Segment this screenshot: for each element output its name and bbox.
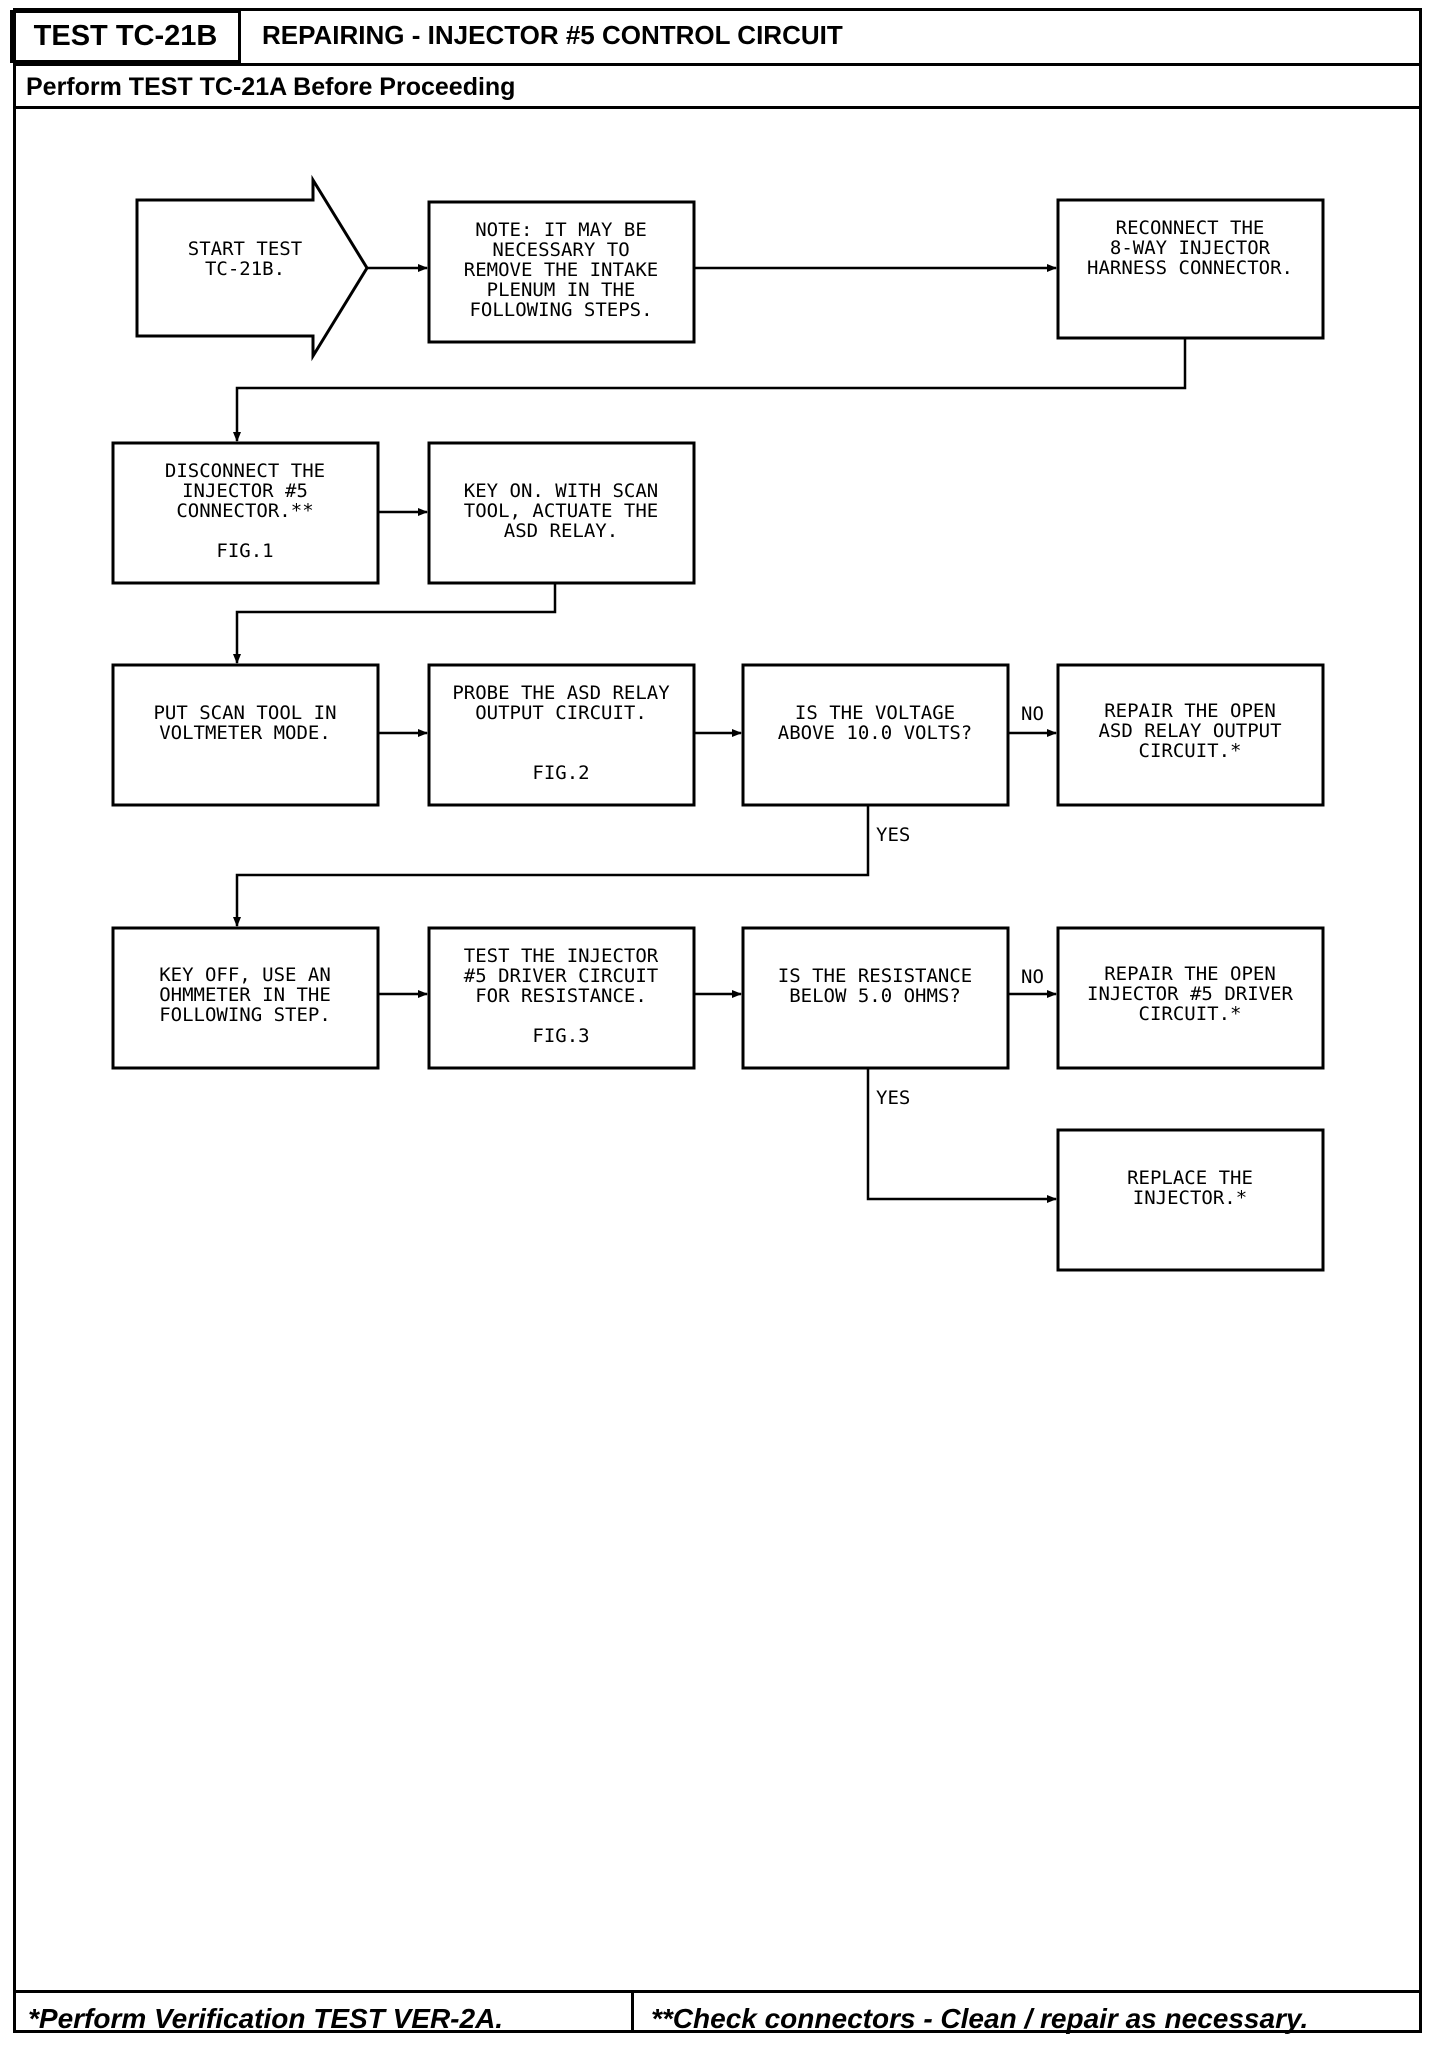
key-off-line: FOLLOWING STEP. xyxy=(159,1004,331,1026)
disconnect-box xyxy=(111,441,380,585)
repair-driver-line: CIRCUIT.* xyxy=(1139,1003,1242,1025)
put-scan-tool-box xyxy=(111,663,380,807)
footer-divider xyxy=(13,1990,1422,1993)
probe-line: OUTPUT CIRCUIT. xyxy=(475,702,647,724)
put-scan-tool-line: VOLTMETER MODE. xyxy=(159,722,331,744)
probe-line: PROBE THE ASD RELAY xyxy=(452,682,670,704)
reconnect-box xyxy=(1056,198,1325,340)
repair-asd-box xyxy=(1056,663,1325,807)
reconnect-line: 8-WAY INJECTOR xyxy=(1110,237,1271,259)
repair-driver-line: REPAIR THE OPEN xyxy=(1104,963,1276,985)
connector-reconnect-to-disconnect xyxy=(233,338,1187,442)
repair-driver-line: INJECTOR #5 DRIVER xyxy=(1087,983,1293,1005)
page-frame xyxy=(13,8,1422,2033)
disconnect-line: CONNECTOR.** xyxy=(176,500,313,522)
header-divider xyxy=(13,63,1422,66)
test-driver-box xyxy=(427,926,696,1070)
key-off-line: KEY OFF, USE AN xyxy=(159,964,331,986)
disconnect-line: INJECTOR #5 xyxy=(182,480,308,502)
resistance-question-box xyxy=(741,926,1010,1070)
repair-asd-line: REPAIR THE OPEN xyxy=(1104,700,1276,722)
resistance-yes-label: YES xyxy=(876,1087,910,1109)
footer-separator xyxy=(631,1990,634,2033)
probe-box xyxy=(427,663,696,807)
resistance-question-line: IS THE RESISTANCE xyxy=(778,965,972,987)
test-driver-line: FIG.3 xyxy=(532,1025,589,1047)
note-box xyxy=(427,200,696,344)
note-line: NOTE: IT MAY BE xyxy=(475,219,647,241)
voltage-yes-label: YES xyxy=(876,824,910,846)
voltage-question-line: ABOVE 10.0 VOLTS? xyxy=(778,722,972,744)
resistance-question-line: BELOW 5.0 OHMS? xyxy=(789,985,961,1007)
reconnect-line: HARNESS CONNECTOR. xyxy=(1087,257,1293,279)
note-line: PLENUM IN THE xyxy=(487,279,636,301)
connector-resistance-yes xyxy=(866,1068,1057,1203)
key-on-line: TOOL, ACTUATE THE xyxy=(464,500,658,522)
connector-voltage-yes xyxy=(233,805,870,927)
page-title: REPAIRING - INJECTOR #5 CONTROL CIRCUIT xyxy=(262,20,843,50)
repair-driver-box xyxy=(1056,926,1325,1070)
test-driver-line: #5 DRIVER CIRCUIT xyxy=(464,965,658,987)
page-subtitle: Perform TEST TC-21A Before Proceeding xyxy=(26,73,516,101)
key-off-box xyxy=(111,926,380,1070)
repair-asd-line: ASD RELAY OUTPUT xyxy=(1098,720,1281,742)
repair-asd-line: CIRCUIT.* xyxy=(1139,740,1242,762)
voltage-question-box xyxy=(741,663,1010,807)
note-line: REMOVE THE INTAKE xyxy=(464,259,658,281)
start-line: START TEST xyxy=(188,238,302,260)
resistance-no-label: NO xyxy=(1021,966,1044,988)
start-arrow-shape xyxy=(135,174,369,362)
test-driver-line: TEST THE INJECTOR xyxy=(464,945,659,967)
key-on-line: ASD RELAY. xyxy=(504,520,618,542)
key-on-box xyxy=(427,441,696,585)
probe-line: FIG.2 xyxy=(532,762,589,784)
replace-injector-line: INJECTOR.* xyxy=(1133,1187,1247,1209)
key-on-line: KEY ON. WITH SCAN xyxy=(464,480,658,502)
key-off-line: OHMMETER IN THE xyxy=(159,984,331,1006)
note-line: NECESSARY TO xyxy=(492,239,629,261)
note-line: FOLLOWING STEPS. xyxy=(469,299,652,321)
start-line: TC-21B. xyxy=(205,258,285,280)
replace-injector-box xyxy=(1056,1128,1325,1272)
replace-injector-line: REPLACE THE xyxy=(1127,1167,1253,1189)
connector-key-on-to-put-scan xyxy=(233,583,557,664)
voltage-no-label: NO xyxy=(1021,703,1044,725)
footer-connector-note: **Check connectors - Clean / repair as n… xyxy=(651,2003,1309,2034)
footer-verification-note: *Perform Verification TEST VER-2A. xyxy=(28,2003,504,2034)
disconnect-line: DISCONNECT THE xyxy=(165,460,325,482)
put-scan-tool-line: PUT SCAN TOOL IN xyxy=(153,702,336,724)
test-id: TEST TC-21B xyxy=(10,10,241,63)
test-driver-line: FOR RESISTANCE. xyxy=(475,985,647,1007)
reconnect-line: RECONNECT THE xyxy=(1116,217,1265,239)
voltage-question-line: IS THE VOLTAGE xyxy=(795,702,955,724)
disconnect-line: FIG.1 xyxy=(216,540,273,562)
subtitle-divider xyxy=(13,106,1422,109)
